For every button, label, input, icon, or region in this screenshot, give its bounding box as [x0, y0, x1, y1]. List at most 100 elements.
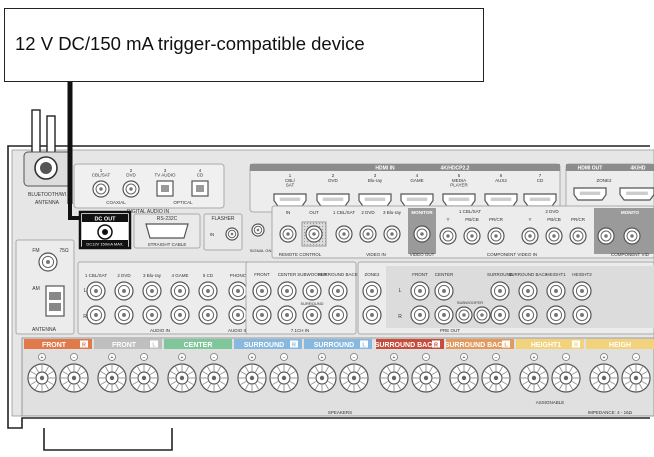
hdmi-in-input-label: CD: [537, 178, 544, 183]
jack-pin: [498, 313, 502, 317]
hdmi-in-input-label: CBL/SAT: [285, 178, 296, 188]
polarity-mark: [108, 353, 116, 361]
speaker-binding-post: −: [59, 353, 89, 393]
binding-post-ridge: [342, 381, 349, 385]
jack-pin: [494, 234, 498, 238]
jack-pin: [576, 234, 580, 238]
binding-post-ridge: [609, 381, 616, 385]
jack-pin: [526, 313, 530, 317]
polarity-symbol: −: [143, 355, 146, 361]
jack-pin: [336, 313, 340, 317]
binding-post-hole: [249, 375, 255, 381]
zone2-jack-l: [362, 281, 382, 301]
speaker-side-badge: L: [152, 343, 156, 349]
speaker-channel-label: HEIGH: [609, 342, 631, 349]
polarity-symbol: −: [353, 355, 356, 361]
binding-post-ridge: [100, 371, 107, 375]
phono-jack-l: [228, 281, 248, 301]
binding-post-ridge: [592, 371, 599, 375]
speaker-binding-post: +: [519, 353, 549, 393]
binding-post-ridge: [149, 371, 156, 375]
remote-in-label: IN: [286, 210, 291, 215]
coaxial-jack: [122, 180, 140, 198]
flasher-panel: [203, 213, 243, 251]
binding-post-ridge: [132, 381, 139, 385]
speaker-badge-box: [150, 340, 158, 348]
pre-out-jack-top: [546, 281, 566, 301]
binding-post-ridge: [105, 383, 109, 390]
binding-post-hole: [563, 375, 569, 381]
component-out-label: COMPONENT VID: [611, 252, 650, 257]
signal-gnd-screw: [251, 223, 265, 237]
pre-out-label: SURROUND BACK: [508, 272, 548, 277]
binding-post-ridge: [62, 371, 69, 375]
jack-pin: [236, 289, 240, 293]
binding-post-ridge: [539, 381, 546, 385]
pre-out-label: FRONT: [412, 272, 428, 277]
binding-post-ridge: [397, 366, 401, 373]
binding-post-ridge: [30, 371, 37, 375]
jack-pin: [418, 289, 422, 293]
polarity-symbol: −: [283, 355, 286, 361]
hdmi-in-number: 2: [332, 173, 335, 178]
jack-pin: [256, 228, 260, 232]
jack-pin: [446, 234, 450, 238]
jack-pin: [150, 289, 154, 293]
binding-post-ridge: [187, 381, 194, 385]
chassis-outline: [7, 145, 650, 429]
binding-post-ridge: [414, 371, 421, 375]
jack-pin: [420, 232, 424, 236]
am-terminal-clip-bottom: [49, 303, 61, 311]
binding-post-ridge: [419, 383, 423, 390]
component-channel-label: Y: [446, 217, 449, 222]
hdmi-contacts: [579, 191, 601, 195]
speaker-channel-label: SURROUND BACK: [375, 342, 438, 349]
jack-pin: [285, 313, 289, 317]
hdmi-in-input-label: AUX2: [495, 178, 507, 183]
binding-post-ridge: [245, 366, 249, 373]
binding-post-ridge: [207, 383, 211, 390]
audio-in-jack-l: [198, 281, 218, 301]
speaker-badge-box: [432, 340, 440, 348]
speaker-binding-post: −: [621, 353, 651, 393]
binding-post-ridge: [397, 383, 401, 390]
binding-post-ridge: [501, 371, 508, 375]
audio-in-label: 4 GAME: [171, 273, 188, 278]
speaker-binding-post: +: [27, 353, 57, 393]
hdmi-out-subheader: 4K/HD: [630, 166, 645, 172]
dc-out-spec: DC12V 150mA MAX.: [86, 242, 123, 247]
digital-audio-panel: [73, 163, 225, 209]
binding-post-ridge: [414, 381, 421, 385]
component-cbl-label: 1 CBL/SAT: [459, 209, 481, 214]
binding-post-ridge: [629, 383, 633, 390]
component-channel-label: PR/CR: [489, 217, 504, 222]
binding-post-ridge: [431, 371, 438, 375]
flasher-in-label: IN: [210, 232, 215, 237]
binding-post-ridge: [527, 383, 531, 390]
speaker-binding-post: +: [167, 353, 197, 393]
zone2-jack-r: [362, 305, 382, 325]
binding-post-ridge: [67, 383, 71, 390]
binding-post-ridge: [310, 371, 317, 375]
binding-post-ridge: [325, 383, 329, 390]
jack-pin: [370, 289, 374, 293]
hdmi-in-number: 3: [374, 173, 377, 178]
binding-post-ridge: [382, 381, 389, 385]
jack-pin: [206, 289, 210, 293]
speaker-binding-post: +: [449, 353, 479, 393]
jack-pin: [442, 313, 446, 317]
flasher-label: FLASHER: [211, 216, 234, 222]
jack-pin: [526, 289, 530, 293]
binding-post-hole: [319, 375, 325, 381]
binding-post-ridge: [327, 381, 334, 385]
video-in-jack: [359, 225, 377, 243]
speaker-label-bar: [586, 339, 654, 349]
remote-in-jack: [279, 225, 297, 243]
binding-post-ridge: [554, 381, 561, 385]
hdmi-contacts: [626, 191, 648, 195]
polarity-mark: [318, 353, 326, 361]
audio-in-jack-l: [114, 281, 134, 301]
hdmi-in-number: 7: [539, 173, 542, 178]
video-in-jack: [335, 225, 353, 243]
